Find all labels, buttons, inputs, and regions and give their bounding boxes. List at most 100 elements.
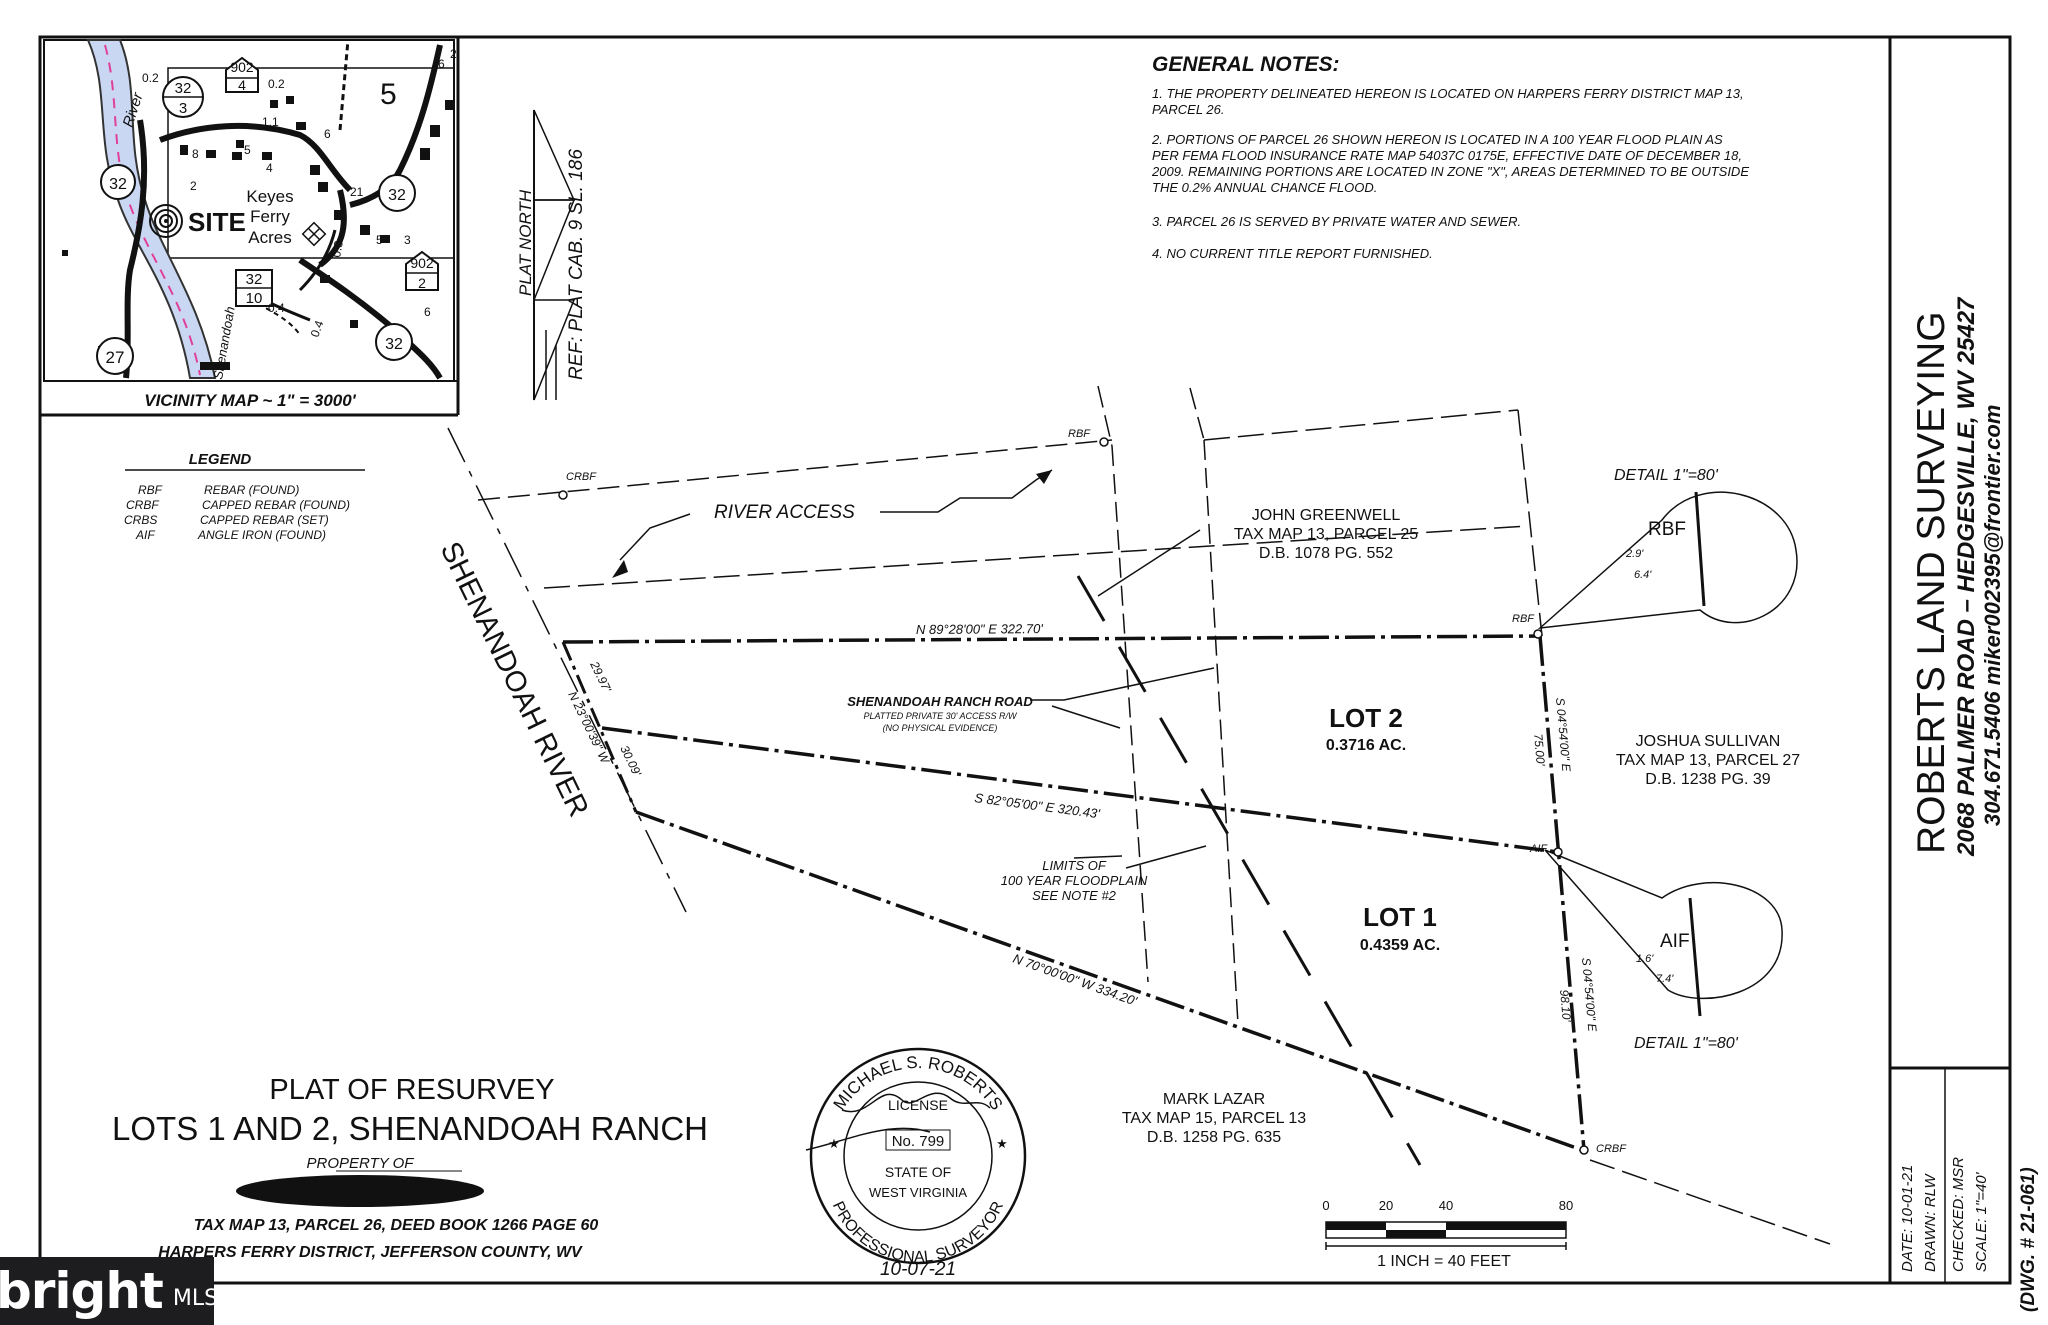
firm-address: 2068 PALMER ROAD – HEDGESVILLE, WV 25427 [1953, 296, 1980, 857]
redacted-owner-name [236, 1175, 484, 1207]
mile-label: 0.2 [268, 77, 285, 91]
signature-icon [805, 1092, 991, 1151]
route-32-10-top: 32 [246, 271, 263, 288]
map-number-small: 2 [450, 47, 457, 61]
route-32-3-top: 32 [175, 80, 192, 97]
east-boundary-line [1538, 635, 1586, 1151]
monument-marker-icon [558, 437, 1589, 1155]
seal-license-number: No. 799 [892, 1133, 945, 1150]
detail-bubble-upper [1537, 491, 1798, 630]
monument-label: RBF [1068, 428, 1091, 440]
seal-state-line1: STATE OF [885, 1164, 951, 1180]
watermark-word: bright [0, 1262, 164, 1320]
lot2-area: 0.3716 AC. [1326, 737, 1406, 754]
river-access-label: RIVER ACCESS [714, 502, 855, 523]
detail-dimension: 6.4' [1634, 569, 1652, 581]
north-neighbor-name: JOHN GREENWELL [1252, 507, 1401, 524]
map-number-small: 8 [192, 147, 199, 161]
note-line: 4. NO CURRENT TITLE REPORT FURNISHED. [1152, 246, 1433, 261]
subdivision-name-line3: Acres [248, 228, 291, 247]
map-number-small: 6 [324, 127, 331, 141]
bearing-call-east: S 04°54'00" E [1579, 957, 1599, 1033]
river-name: SHENANDOAH RIVER [434, 537, 595, 822]
east-neighbor-name: JOSHUA SULLIVAN [1636, 733, 1781, 750]
note-line: PARCEL 26. [1152, 102, 1225, 117]
building-markers [62, 96, 453, 354]
route-32-10-bottom: 10 [246, 290, 263, 307]
road-edge-line [1111, 445, 1149, 983]
distance-west: 30.09' [617, 743, 644, 779]
west-boundary-line [561, 641, 638, 813]
floodplain-limit-line [1076, 575, 1422, 1166]
north-neighbor-deed: D.B. 1078 PG. 552 [1259, 545, 1393, 562]
distance-west: 29.97' [587, 658, 615, 695]
route-902-2-icon: 902 2 [405, 250, 439, 291]
plat-reference-label: REF: PLAT CAB. 9 SL. 186 [566, 149, 587, 380]
plat-title-line2: LOTS 1 AND 2, SHENANDOAH RANCH [112, 1110, 708, 1147]
south-boundary-line [635, 810, 1583, 1152]
route-32-label: 32 [388, 187, 406, 204]
route-902-4-icon: 902 4 [225, 56, 259, 93]
legend-abbr: AIF [135, 528, 155, 542]
route-902-4-top: 902 [230, 59, 254, 75]
plat-linework [447, 385, 1831, 1245]
map-number-small: 6 [438, 57, 445, 71]
note-line: THE 0.2% ANNUAL CHANCE FLOOD. [1152, 180, 1377, 195]
legend-title: LEGEND [189, 451, 252, 468]
mile-label: 0.4 [268, 301, 285, 315]
floodplain-note: LIMITS OF [1042, 858, 1107, 873]
mile-label: 1.1 [262, 115, 279, 129]
drawing-scale: SCALE: 1"=40' [1973, 1171, 1990, 1272]
map-number-small: 21 [350, 185, 364, 199]
seal-state-line2: WEST VIRGINIA [869, 1185, 967, 1200]
scale-tick-label: 80 [1559, 1198, 1573, 1213]
bearing-distance-call: N 89°28'00" E 322.70' [916, 621, 1043, 637]
road-note: (NO PHYSICAL EVIDENCE) [883, 723, 998, 733]
detail-dimension: 1.6' [1636, 953, 1654, 965]
subdivision-name-line1: Keyes [246, 187, 293, 206]
route-32-icon: 32 [100, 164, 136, 200]
drawing-number: (DWG. # 21-061) [2018, 1167, 2039, 1312]
scale-caption: 1 INCH = 40 FEET [1377, 1253, 1511, 1270]
bearing-call-east: S 04°54'00" E [1553, 697, 1573, 773]
north-arrow-icon [533, 109, 576, 401]
detail-dimension: 2.9' [1625, 548, 1644, 560]
north-boundary-line [562, 634, 1541, 644]
grid-symbol-icon [301, 221, 327, 247]
seal-title-path: PROFESSIONAL SURVEYOR [829, 1199, 1007, 1266]
route-32-10-icon: 32 10 [235, 269, 273, 307]
scale-tick-label: 0 [1322, 1198, 1329, 1213]
legend-desc: CAPPED REBAR (SET) [200, 513, 329, 527]
general-notes-title: GENERAL NOTES: [1152, 53, 1339, 76]
south-neighbor-deed: D.B. 1258 PG. 635 [1147, 1129, 1281, 1146]
mile-label: 0.3 [329, 239, 346, 258]
sheet-frame [38, 35, 2012, 1285]
scale-bar: 0 20 40 80 1 INCH = 40 FEET [1322, 1198, 1573, 1270]
map-number-small: 5 [244, 143, 251, 157]
firm-name: ROBERTS LAND SURVEYING [1910, 311, 1953, 854]
note-line: 3. PARCEL 26 IS SERVED BY PRIVATE WATER … [1152, 214, 1521, 229]
star-icon: ★ [996, 1136, 1008, 1151]
map-number-label: 5 [380, 78, 397, 111]
detail-scale-label: DETAIL 1"=80' [1614, 467, 1719, 484]
route-32-icon: 32 [375, 323, 413, 361]
route-902-2-bottom: 2 [418, 275, 426, 291]
road-edge-line [1203, 439, 1239, 1025]
firm-contact: 304.671.5406 miker002395@frontier.com [1980, 405, 2005, 826]
bearing-distance-call: S 82°05'00" E 320.43' [974, 790, 1101, 821]
plat-title-line3: TAX MAP 13, PARCEL 26, DEED BOOK 1266 PA… [194, 1217, 599, 1234]
route-32-label: 32 [385, 336, 403, 353]
scale-tick-label: 20 [1379, 1198, 1393, 1213]
note-line: PER FEMA FLOOD INSURANCE RATE MAP 54037C… [1152, 148, 1742, 163]
arrowhead-icon [612, 470, 1052, 578]
drawing-info: DATE: 10-01-21 DRAWN: RLW CHECKED: MSR S… [1899, 1157, 2039, 1312]
detail-bubble-lower [1544, 849, 1783, 1000]
route-32-label: 32 [109, 176, 127, 193]
route-32-3-icon: 32 3 [162, 76, 204, 118]
vicinity-map: 27 32 32 32 32 3 32 10 902 [43, 39, 458, 410]
legend-desc: ANGLE IRON (FOUND) [197, 528, 326, 542]
distance-east: 98.10' [1557, 989, 1574, 1023]
drawing-date: DATE: 10-01-21 [1899, 1165, 1916, 1272]
route-27-label: 27 [106, 348, 125, 367]
